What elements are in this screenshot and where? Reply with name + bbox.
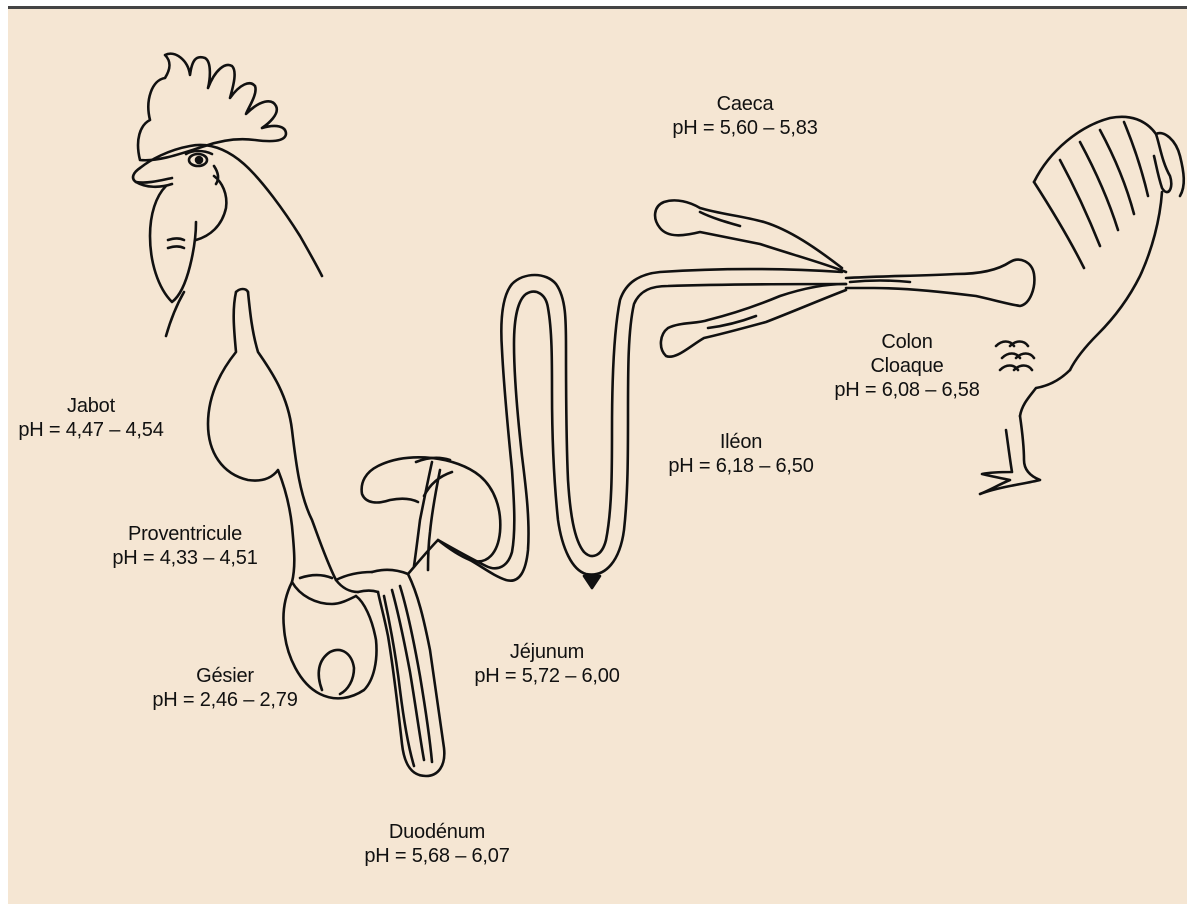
rooster-beak — [133, 168, 172, 183]
label-gesier: Gésier pH = 2,46 – 2,79 — [142, 664, 308, 712]
segment-name: Duodénum — [354, 820, 520, 844]
upper-tract-illustration — [208, 289, 378, 698]
segment-ph: pH = 5,68 – 6,07 — [354, 844, 520, 868]
segment-ph: pH = 4,33 – 4,51 — [102, 546, 268, 570]
tail-feathers — [1034, 117, 1171, 192]
segment-ph: pH = 6,18 – 6,50 — [658, 454, 824, 478]
label-jabot: Jabot pH = 4,47 – 4,54 — [8, 394, 174, 442]
rooster-head-illustration — [133, 54, 322, 336]
segment-name: Jéjunum — [464, 640, 630, 664]
label-proventricule: Proventricule pH = 4,33 – 4,51 — [102, 522, 268, 570]
segment-ph: pH = 5,60 – 5,83 — [662, 116, 828, 140]
segment-name-2: Cloaque — [824, 354, 990, 378]
rooster-leg — [980, 416, 1040, 494]
upper-caecum — [655, 200, 846, 272]
label-caeca: Caeca pH = 5,60 – 5,83 — [662, 92, 828, 140]
segment-ph: pH = 4,47 – 4,54 — [8, 418, 174, 442]
segment-name: Gésier — [142, 664, 308, 688]
segment-ph: pH = 6,08 – 6,58 — [824, 378, 990, 402]
gizzard-inner — [319, 650, 354, 694]
segment-name: Proventricule — [102, 522, 268, 546]
label-ileon: Iléon pH = 6,18 – 6,50 — [658, 430, 824, 478]
esophagus-crop-outline — [208, 292, 377, 698]
segment-ph: pH = 2,46 – 2,79 — [142, 688, 308, 712]
duodenum-loop-illustration — [362, 457, 501, 776]
rooster-comb — [138, 54, 286, 161]
segment-ph: pH = 5,72 – 6,00 — [464, 664, 630, 688]
rooster-wattle — [150, 186, 196, 302]
lower-caecum — [661, 284, 846, 357]
segment-name: Caeca — [662, 92, 828, 116]
meckel-diverticulum — [584, 576, 600, 588]
label-duodenum: Duodénum pH = 5,68 – 6,07 — [354, 820, 520, 868]
wing-scales — [996, 342, 1034, 371]
label-jejunum: Jéjunum pH = 5,72 – 6,00 — [464, 640, 630, 688]
segment-name: Jabot — [8, 394, 174, 418]
segment-name: Colon — [824, 330, 990, 354]
segment-name: Iléon — [658, 430, 824, 454]
label-colon-cloaque: Colon Cloaque pH = 6,08 – 6,58 — [824, 330, 990, 402]
rooster-head-outline — [140, 145, 322, 276]
colon-cloaca — [846, 260, 1034, 306]
